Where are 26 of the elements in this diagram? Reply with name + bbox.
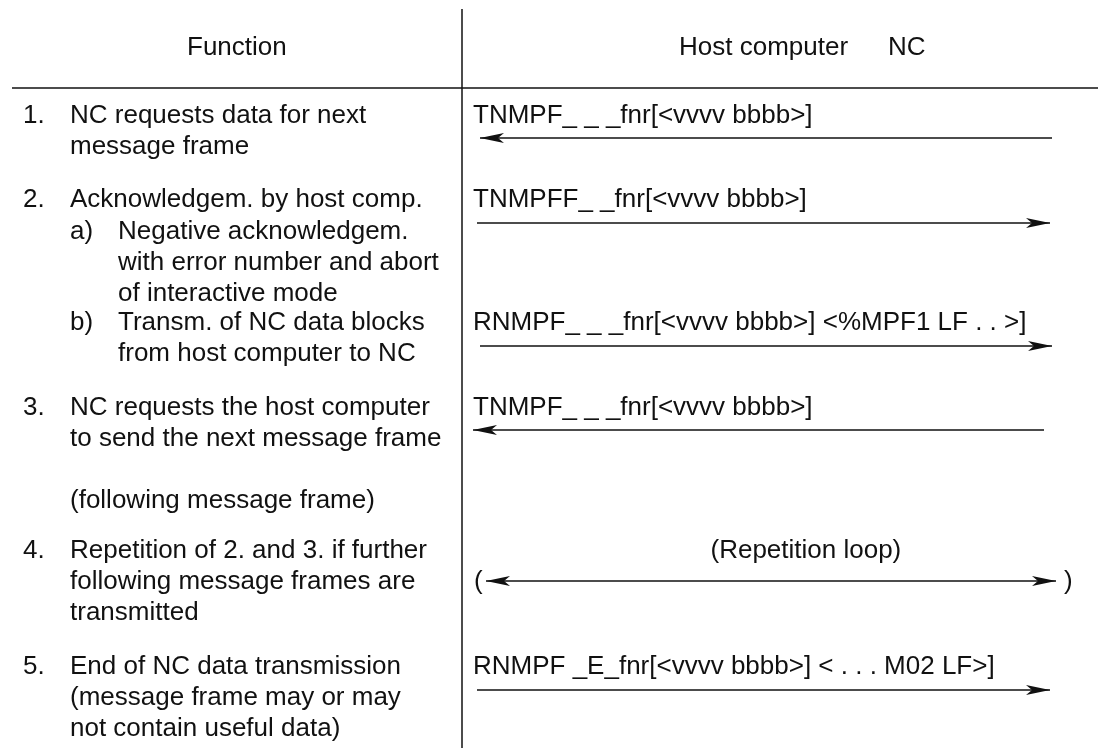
function-text: NC requests data for next message frame — [70, 99, 368, 161]
message-label: TNMPF_ _ _fnr[<vvvv bbbb>] — [473, 391, 813, 422]
bracket-mark: ( — [474, 565, 483, 596]
step-number: 1. — [23, 99, 45, 130]
function-text: End of NC data transmission (message frame may or may not contain useful data) — [70, 650, 402, 743]
message-label: RNMPF _E_fnr[<vvvv bbbb>] < . . . M02 LF>] — [473, 650, 995, 681]
function-text: Repetition of 2. and 3. if further following message frames are transmitted — [70, 534, 428, 627]
function-text: (following message frame) — [70, 484, 376, 515]
function-text: Acknowledgem. by host comp. — [70, 183, 424, 214]
step-number: 2. — [23, 183, 45, 214]
function-text: NC requests the host computer to send the next message frame — [70, 391, 442, 453]
message-label: RNMPF_ _ _fnr[<vvvv bbbb>] <%MPF1 LF . . >] — [473, 306, 1027, 337]
message-label: TNMPF_ _ _fnr[<vvvv bbbb>] — [473, 99, 813, 130]
loop-label: (Repetition loop) — [710, 534, 902, 565]
step-number: 5. — [23, 650, 45, 681]
sub-item-letter: a) — [70, 215, 94, 246]
sub-item-letter: b) — [70, 306, 94, 337]
step-number: 4. — [23, 534, 45, 565]
message-label: TNMPFF_ _fnr[<vvvv bbbb>] — [473, 183, 807, 214]
column-header: NC — [888, 31, 926, 62]
column-header: Function — [187, 31, 287, 62]
bracket-mark: ) — [1064, 565, 1073, 596]
column-header: Host computer — [679, 31, 849, 62]
function-text: Negative acknowledgem. with error number and abort of interactive mode — [118, 215, 440, 308]
step-number: 3. — [23, 391, 45, 422]
function-text: Transm. of NC data blocks from host computer to NC — [118, 306, 426, 368]
